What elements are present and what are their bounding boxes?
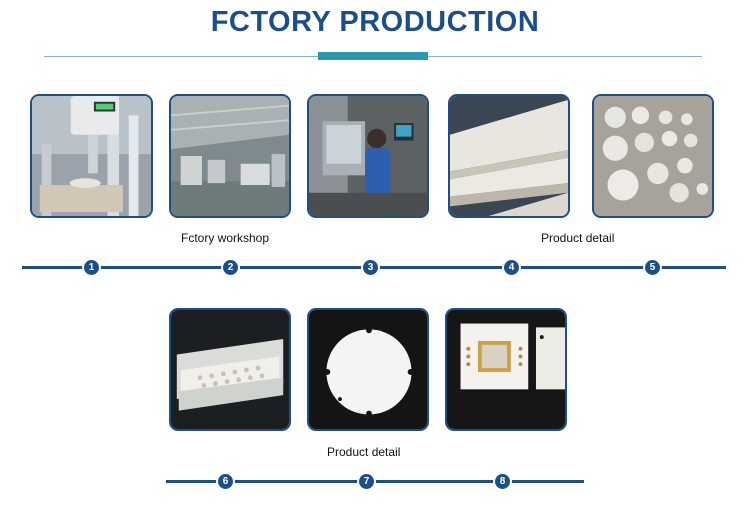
step-badge-2: 2 <box>223 260 238 275</box>
caption-product-detail-1: Product detail <box>541 231 615 245</box>
timeline-row-2 <box>166 480 584 483</box>
photo-packaged-substrates <box>169 308 291 431</box>
photo-workshop-floor <box>169 94 291 218</box>
caption-factory-workshop: Fctory workshop <box>181 231 270 245</box>
step-badge-7: 7 <box>359 474 374 489</box>
photo-cnc-operator <box>307 94 429 218</box>
photo-hardness-tester <box>30 94 153 218</box>
step-badge-4: 4 <box>504 260 519 275</box>
photo-ceramic-sheets <box>448 94 570 218</box>
title-accent-bar <box>318 52 428 60</box>
step-badge-6: 6 <box>218 474 233 489</box>
photo-ceramic-disc <box>307 308 429 431</box>
step-badge-3: 3 <box>363 260 378 275</box>
photo-ceramic-plates <box>445 308 567 431</box>
step-badge-8: 8 <box>495 474 510 489</box>
caption-product-detail-2: Product detail <box>327 445 401 459</box>
page-title: FCTORY PRODUCTION <box>210 6 540 38</box>
step-badge-1: 1 <box>84 260 99 275</box>
step-badge-5: 5 <box>645 260 660 275</box>
photo-ceramic-discs <box>592 94 714 218</box>
